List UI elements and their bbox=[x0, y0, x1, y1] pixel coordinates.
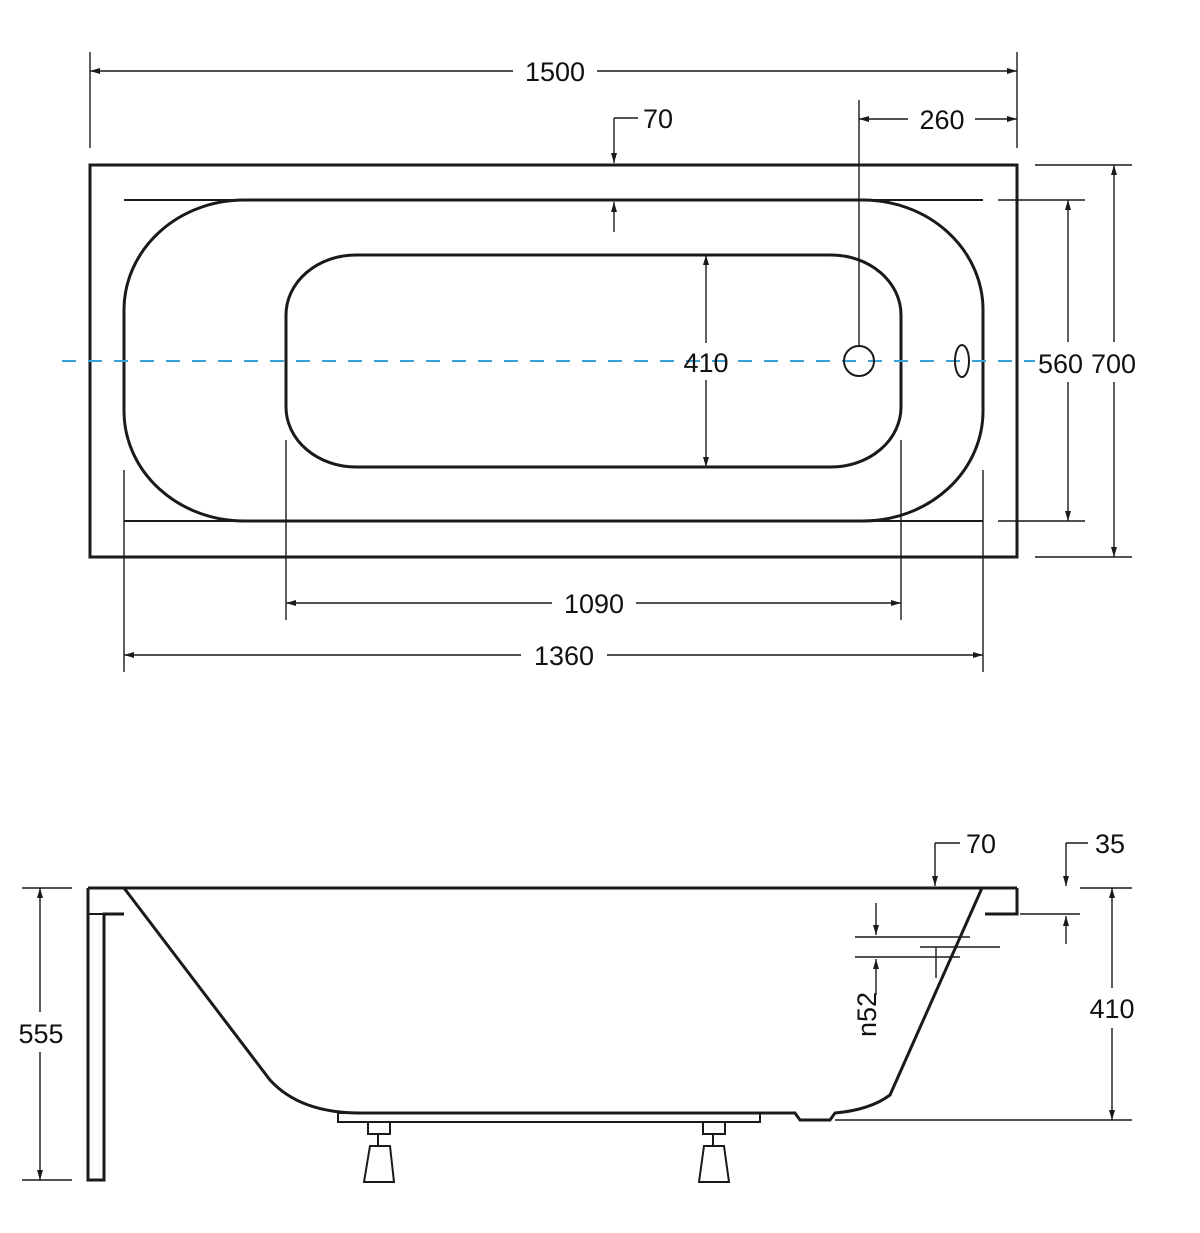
apron-panel bbox=[86, 888, 124, 1182]
dim-label-overall-length: 1500 bbox=[525, 57, 585, 87]
dim-label-rim-width-side: 70 bbox=[966, 829, 996, 859]
dim-label-bath-depth: 410 bbox=[1089, 994, 1134, 1024]
dim-label-rim-width-top: 70 bbox=[643, 104, 673, 134]
rim-right-edge bbox=[985, 888, 1019, 916]
dim-label-inner-top-length: 1360 bbox=[534, 641, 594, 671]
overflow-ellipse bbox=[954, 344, 970, 378]
dim-label-inner-top-width: 560 bbox=[1038, 349, 1083, 379]
dim-label-overall-width: 700 bbox=[1091, 349, 1136, 379]
foot-left bbox=[362, 1121, 396, 1183]
base-plate bbox=[337, 1112, 761, 1123]
dim-label-overall-height: 555 bbox=[18, 1019, 63, 1049]
side-view: 555 410 70 35 n52 bbox=[18, 829, 1135, 1183]
dim-label-drain-offset: 260 bbox=[919, 105, 964, 135]
dim-label-inner-bottom-width: 410 bbox=[683, 348, 728, 378]
dim-label-inner-bottom-length: 1090 bbox=[564, 589, 624, 619]
foot-right bbox=[697, 1121, 731, 1183]
dim-label-overflow-diameter: n52 bbox=[852, 992, 882, 1037]
top-view: 1500 70 260 410 560 700 1090 bbox=[62, 52, 1136, 672]
dim-label-rim-thickness: 35 bbox=[1095, 829, 1125, 859]
